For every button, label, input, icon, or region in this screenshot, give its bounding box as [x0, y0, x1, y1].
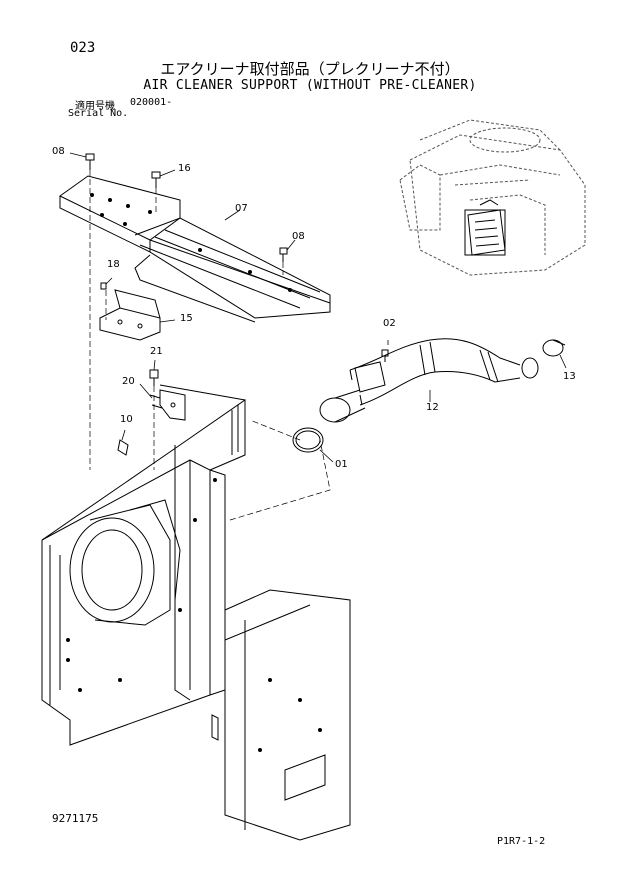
- bracket-20: [149, 389, 186, 421]
- callout-15: 15: [180, 313, 193, 324]
- callout-13: 13: [563, 371, 576, 382]
- hose-bracket-02: [354, 349, 389, 393]
- callout-07: 07: [235, 203, 248, 214]
- serial-value: 020001-: [130, 97, 173, 108]
- clamp-13: [542, 339, 566, 357]
- hose-outlet: [319, 357, 539, 423]
- bolt-21: [149, 369, 159, 386]
- page-number: 023: [70, 40, 96, 56]
- leader-lines: [69, 152, 567, 463]
- page-title-japanese: エアクリーナ取付部品（プレクリーナ不付）: [160, 60, 460, 78]
- bolt-08-right: [279, 247, 288, 262]
- serial-label-japanese: 適用号機: [75, 101, 115, 112]
- hose-12: [349, 338, 521, 406]
- clamp-01: [292, 427, 324, 453]
- document-code: 9271175: [52, 812, 99, 825]
- callout-08-top: 08: [52, 146, 65, 157]
- callout-18: 18: [107, 259, 120, 270]
- bolt-18: [100, 282, 107, 290]
- bracket-15: [99, 289, 161, 341]
- page-code: P1R7-1-2: [497, 836, 546, 847]
- page-title-english: AIR CLEANER SUPPORT (WITHOUT PRE-CLEANER…: [143, 78, 477, 93]
- bolt-16: [151, 171, 161, 188]
- serial-label-english: Serial No.: [68, 108, 129, 119]
- assembly-guide-lines: [89, 170, 331, 521]
- callout-21: 21: [150, 346, 163, 357]
- callout-10: 10: [120, 414, 133, 425]
- frame-structure: [41, 384, 246, 746]
- support-plate-07: [59, 175, 331, 323]
- callout-20: 20: [122, 376, 135, 387]
- lower-panel: [211, 589, 351, 841]
- callout-16: 16: [178, 163, 191, 174]
- clamp-10: [117, 439, 129, 456]
- inset-highlight-part: [464, 199, 506, 256]
- callout-01: 01: [335, 459, 348, 470]
- callout-12: 12: [426, 402, 439, 413]
- machine-inset-view: [399, 119, 586, 276]
- bolt-08-top: [85, 153, 95, 170]
- callout-02: 02: [383, 318, 396, 329]
- callout-08-right: 08: [292, 231, 305, 242]
